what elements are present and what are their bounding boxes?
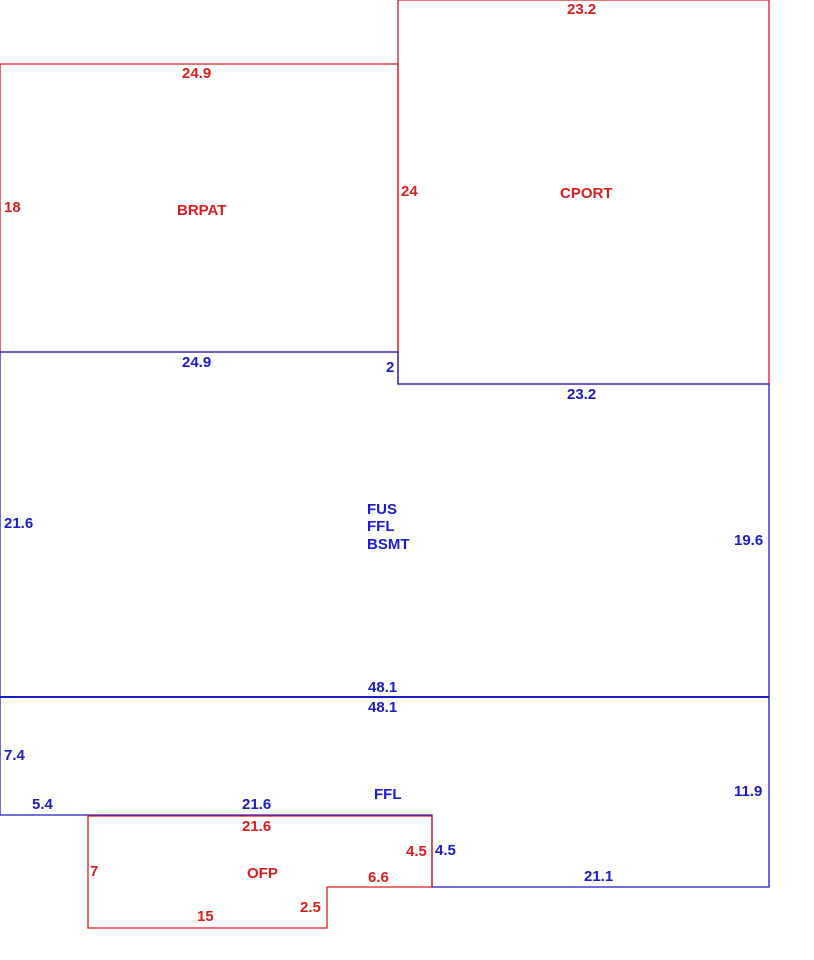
- main-bottom-dimension: 48.1: [368, 679, 397, 696]
- main-name-ffl: FFL: [367, 518, 395, 535]
- ofp-right-dimension: 4.5: [406, 843, 427, 860]
- cport-top-dimension: 23.2: [567, 1, 596, 18]
- brpat-left-dimension: 18: [4, 199, 21, 216]
- main-right-dimension: 19.6: [734, 532, 763, 549]
- ffl-left-dimension: 7.4: [4, 747, 26, 764]
- main-step-dimension: 2: [386, 359, 394, 376]
- ffl-bottom-right-dimension: 21.1: [584, 868, 613, 885]
- cport-name: CPORT: [560, 185, 613, 202]
- ffl-top-dimension: 48.1: [368, 699, 397, 716]
- ofp-name: OFP: [247, 865, 278, 882]
- main-top-dimension: 24.9: [182, 354, 211, 371]
- brpat-right-dimension: 24: [401, 183, 418, 200]
- ofp-top-dimension: 21.6: [242, 818, 271, 835]
- brpat-top-dimension: 24.9: [182, 65, 211, 82]
- ffl-right-dimension: 11.9: [734, 783, 762, 800]
- ffl-bottom-left-dimension: 5.4: [32, 796, 54, 813]
- ofp-step-side-dimension: 2.5: [300, 899, 321, 916]
- ffl-notch-dimension: 4.5: [435, 842, 456, 859]
- ofp-bottom-dimension: 15: [197, 908, 214, 925]
- ffl-bottom-mid-dimension: 21.6: [242, 796, 271, 813]
- main-outline: [0, 351, 770, 698]
- main-name-fus: FUS: [367, 501, 397, 518]
- main-left-dimension: 21.6: [4, 515, 33, 532]
- brpat-name: BRPAT: [177, 202, 226, 219]
- cport-bottom-dimension: 23.2: [567, 386, 596, 403]
- ofp-step-top-dimension: 6.6: [368, 869, 389, 886]
- ofp-outline: [87, 815, 433, 929]
- ofp-left-dimension: 7: [90, 863, 98, 880]
- main-name-bsmt: BSMT: [367, 536, 410, 553]
- ffl-name: FFL: [374, 786, 402, 803]
